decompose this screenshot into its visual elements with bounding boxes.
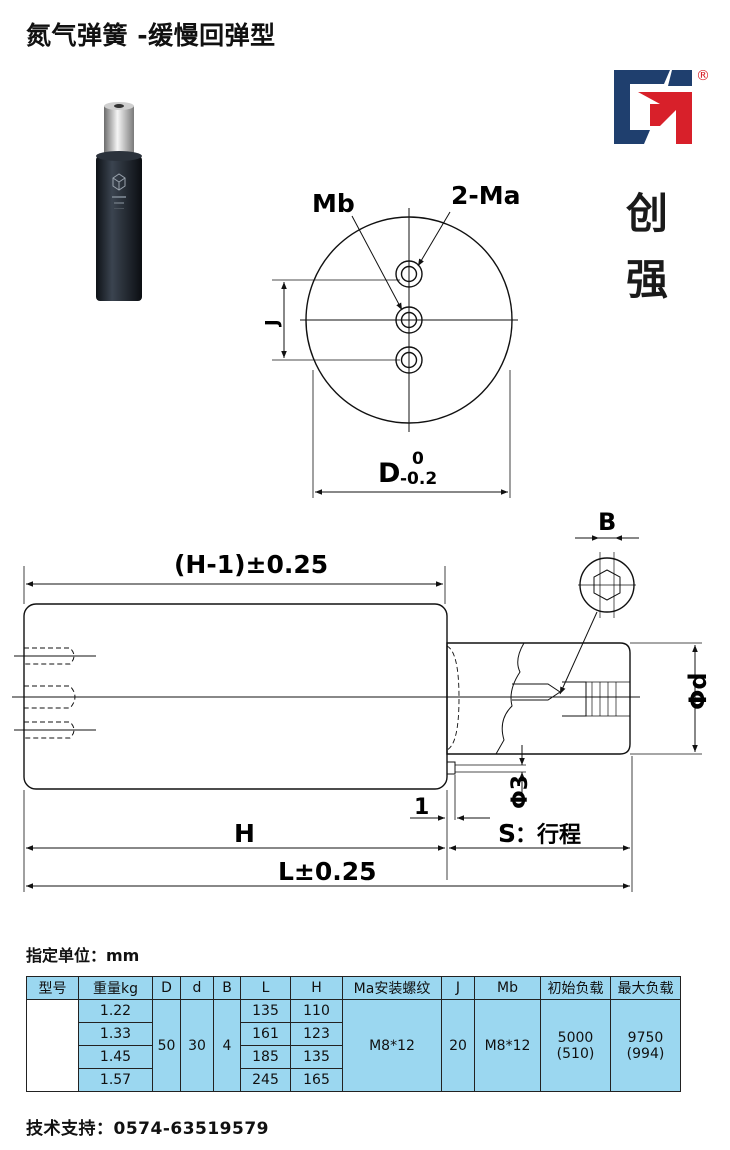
- side-view: [12, 535, 702, 892]
- label-l: L±0.25: [278, 857, 377, 886]
- header-d-rod: d: [180, 976, 214, 1000]
- l-cell: 135: [240, 999, 291, 1023]
- table-row: 1.22 50 30 4 135 110 M8*12 20 M8*12 5000…: [26, 999, 681, 1092]
- spec-table: 型号 重量kg D d B L H Ma安装螺纹 J Mb 初始负载 最大负载 …: [26, 976, 681, 1092]
- d-rod-cell: 30: [180, 999, 214, 1092]
- table-row: 1.57 245 165: [27, 1068, 681, 1092]
- label-2ma: 2-Ma: [451, 181, 521, 210]
- max-load-value: 9750: [627, 1029, 664, 1046]
- header-initial-load: 初始负载: [540, 976, 611, 1000]
- header-weight: 重量kg: [78, 976, 153, 1000]
- brand-logo: ®: [614, 68, 710, 144]
- label-stroke: ：行程: [515, 822, 581, 848]
- initial-load-sub: (510): [556, 1045, 595, 1062]
- weight-cell: 1.57: [78, 1068, 153, 1092]
- header-l: L: [240, 976, 291, 1000]
- header-h: H: [290, 976, 343, 1000]
- table-row: 1.45 185 135: [27, 1045, 681, 1069]
- weight-cell: 1.33: [78, 1022, 153, 1046]
- label-d-upper-tol: 0: [412, 449, 424, 469]
- header-model: 型号: [26, 976, 79, 1000]
- brand-char-2: 强: [626, 255, 669, 304]
- registered-mark: ®: [696, 68, 710, 84]
- brand-char-1: 创: [626, 189, 669, 238]
- label-one: 1: [414, 795, 429, 820]
- product-photo: [96, 102, 142, 301]
- b-cell: 4: [213, 999, 241, 1092]
- mb-cell: M8*12: [474, 999, 541, 1092]
- technical-drawing: Mb 2-Ma J D 0 -0.2: [12, 181, 712, 892]
- piston-rod: [446, 642, 631, 755]
- label-b: B: [598, 508, 616, 536]
- unit-note: 指定单位：mm: [26, 946, 140, 965]
- table-row: 1.33 161 123: [27, 1022, 681, 1046]
- header-max-load: 最大负载: [610, 976, 681, 1000]
- label-h-minus-one: (H-1)±0.25: [174, 550, 328, 579]
- label-h: H: [234, 819, 255, 848]
- label-mb: Mb: [312, 189, 355, 218]
- weight-cell: 1.45: [78, 1045, 153, 1069]
- h-cell: 165: [290, 1068, 343, 1092]
- j-cell: 20: [441, 999, 475, 1092]
- max-load-cell: 9750 (994): [610, 999, 681, 1092]
- label-phi-d: Φd: [684, 672, 712, 710]
- ma-cell: M8*12: [342, 999, 442, 1092]
- h-cell: 123: [290, 1022, 343, 1046]
- tech-support: 技术支持：0574-63519579: [26, 1119, 269, 1139]
- header-j: J: [441, 976, 475, 1000]
- max-load-sub: (994): [626, 1045, 665, 1062]
- page-title: 氮气弹簧 -缓慢回弹型: [26, 21, 276, 50]
- header-b: B: [213, 976, 241, 1000]
- weight-cell: 1.22: [78, 999, 153, 1023]
- h-cell: 110: [290, 999, 343, 1023]
- header-ma: Ma安装螺纹: [342, 976, 442, 1000]
- header-d-outer: D: [152, 976, 181, 1000]
- d-outer-cell: 50: [152, 999, 181, 1092]
- header-mb: Mb: [474, 976, 541, 1000]
- label-d-lower-tol: -0.2: [400, 469, 437, 489]
- initial-load-value: 5000: [557, 1029, 594, 1046]
- label-phi3: Φ3: [508, 775, 533, 809]
- top-view: [272, 208, 518, 498]
- initial-load-cell: 5000 (510): [540, 999, 611, 1092]
- spec-header-row: 型号 重量kg D d B L H Ma安装螺纹 J Mb 初始负载 最大负载: [26, 976, 681, 1000]
- label-s: S: [498, 819, 516, 848]
- l-cell: 185: [240, 1045, 291, 1069]
- label-j: J: [262, 319, 283, 328]
- label-d: D: [378, 458, 400, 489]
- h-cell: 135: [290, 1045, 343, 1069]
- l-cell: 245: [240, 1068, 291, 1092]
- model-cell: [26, 999, 79, 1092]
- l-cell: 161: [240, 1022, 291, 1046]
